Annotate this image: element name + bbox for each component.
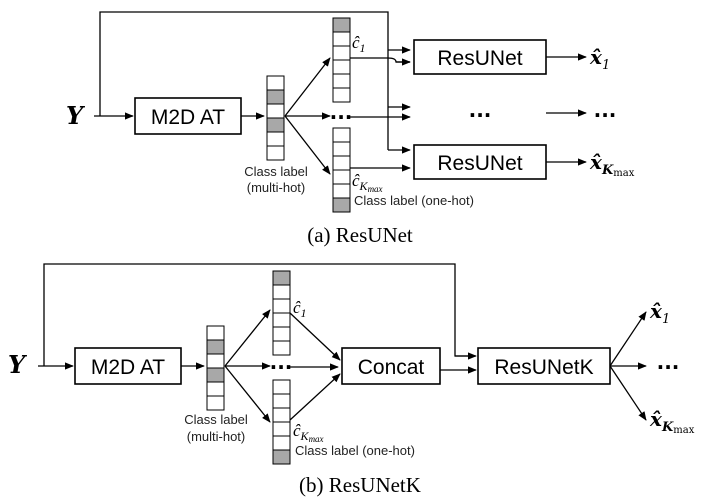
multihot-label-a-2: (multi-hot) xyxy=(247,180,306,195)
resunetk-box-b xyxy=(477,347,611,385)
ckmax-to-concat-b xyxy=(289,373,341,421)
panel-a: Y M2D AT Class label (multi-hot) xyxy=(66,11,635,247)
input-y-b: Y xyxy=(8,350,28,379)
onehot-vector-bottom-a xyxy=(332,127,351,213)
output-ellipsis-a: ··· xyxy=(594,103,617,127)
concat-label-b: Concat xyxy=(358,356,425,379)
ckmax-label-a: ĉKmax xyxy=(352,171,383,194)
output-ellipsis-b: ··· xyxy=(657,355,680,379)
m2d-at-box-a xyxy=(134,97,242,135)
onehot-label-a: Class label (one-hot) xyxy=(354,193,474,208)
onehot-vector-bottom-b xyxy=(272,379,291,465)
resunetk-label-b: ResUNetK xyxy=(494,356,593,379)
xkmax-label-b: x̂Kmax xyxy=(649,407,695,436)
panel-b: Y M2D AT Class label (multi-hot) xyxy=(8,263,695,497)
resunet-bottom-label-a: ResUNet xyxy=(437,152,522,175)
caption-a: (a) ResUNet xyxy=(307,223,413,247)
m2d-at-label-a: M2D AT xyxy=(151,106,225,129)
resunetk-out-top-b xyxy=(609,311,647,367)
c1-label-b: ĉ1 xyxy=(293,298,307,320)
multihot-label-b-1: Class label xyxy=(184,412,248,427)
c1-to-concat-b xyxy=(289,312,341,361)
c1-label-a: ĉ1 xyxy=(352,33,366,55)
multihot-vector-b xyxy=(206,325,225,411)
multihot-label-a-1: Class label xyxy=(244,164,308,179)
fan-bot-a xyxy=(284,115,331,175)
caption-b: (b) ResUNetK xyxy=(299,473,421,497)
onehot-vector-top-b xyxy=(272,270,291,356)
x1-label-a: x̂1 xyxy=(589,45,610,73)
resunet-bottom-box-a xyxy=(413,144,547,180)
multihot-label-b-2: (multi-hot) xyxy=(187,429,246,444)
resunet-ellipsis-a: ··· xyxy=(469,103,492,127)
resunetk-out-bot-b xyxy=(609,365,647,421)
concat-box-b xyxy=(341,347,441,385)
multihot-vector-a xyxy=(266,75,285,161)
onehot-label-b: Class label (one-hot) xyxy=(295,443,415,458)
input-y-a: Y xyxy=(66,101,86,130)
skip-wire-a xyxy=(99,11,389,116)
fan-top-a xyxy=(284,57,331,117)
fan-bot-b xyxy=(224,365,271,423)
onehot-vector-top-a xyxy=(332,17,351,103)
vector-ellipsis-a: ··· xyxy=(330,105,353,129)
resunet-top-label-a: ResUNet xyxy=(437,47,522,70)
xkmax-label-a: x̂Kmax xyxy=(589,150,635,179)
resunet-top-box-a xyxy=(413,39,547,75)
ckmax-label-b: ĉKmax xyxy=(293,421,324,444)
x1-label-b: x̂1 xyxy=(649,299,670,327)
vector-ellipsis-b: ··· xyxy=(270,355,293,379)
m2d-at-label-b: M2D AT xyxy=(91,356,165,379)
m2d-at-box-b xyxy=(74,347,182,385)
fan-top-b xyxy=(224,309,271,367)
